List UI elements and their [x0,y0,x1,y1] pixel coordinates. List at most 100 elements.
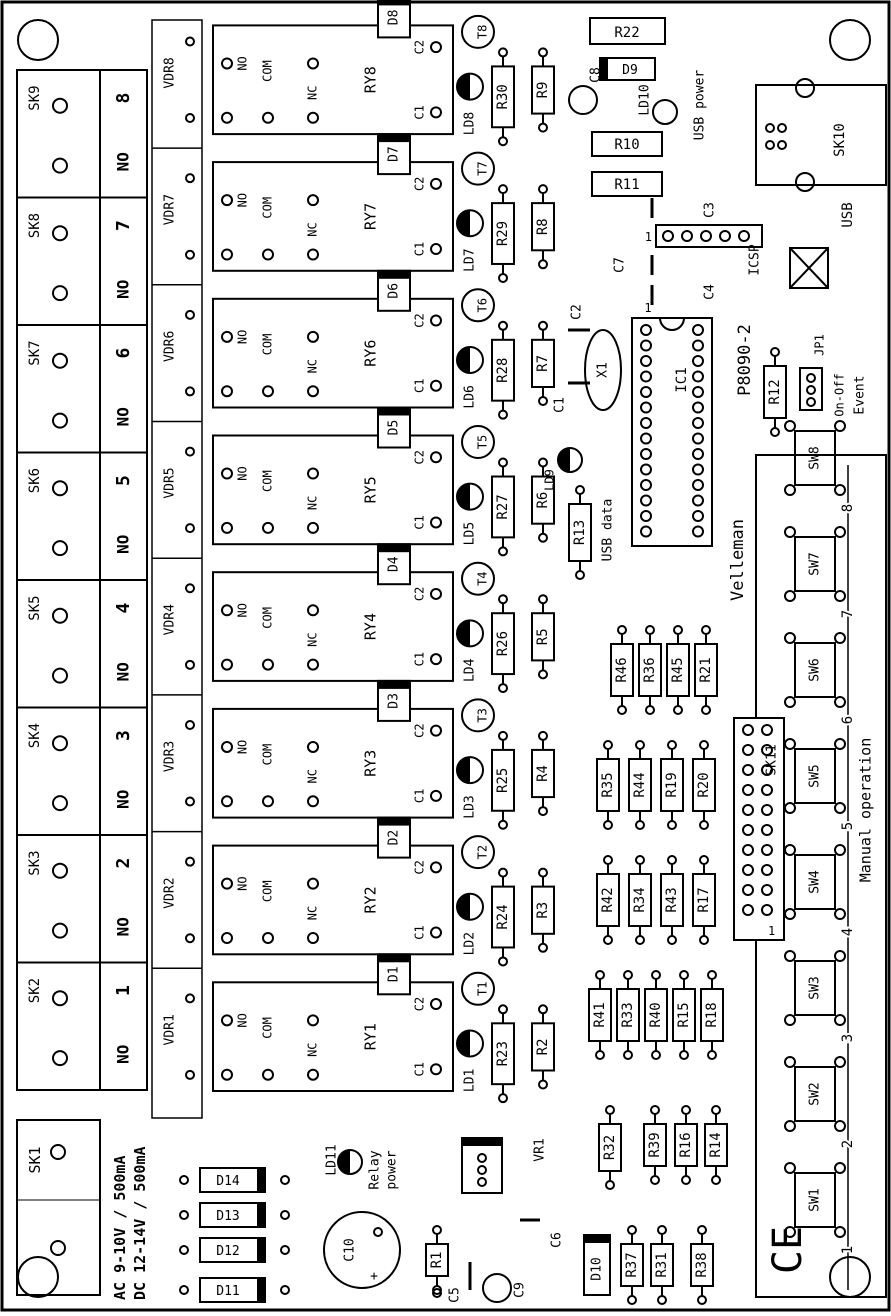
no-label: NO [114,280,133,299]
jp1-pin [806,397,816,407]
diode-1-label: D1 [387,966,402,982]
c2-label: C2 [570,304,585,320]
sk11-pin [742,824,754,836]
led-label-6: LD6 [463,385,478,408]
r14-pad-a [711,1105,721,1115]
resistor-b-4-label: R5 [535,628,551,645]
resistor-a-5-pad-a [498,457,508,468]
relay-coil-c1 [430,1063,442,1076]
mount-hole-br [829,1256,871,1298]
sk11-pin [742,884,754,896]
diode-band [378,680,410,689]
switch-pad [784,420,796,432]
terminal-label-sk2: SK2 [27,978,43,1003]
switch-number: 8 [840,504,856,512]
usb-power-label: USB power [693,70,708,141]
c10-pad-a [373,1227,383,1237]
relay-pin-com [262,931,274,944]
resistor-b-3-pad-b [538,806,548,817]
ic1-pin [692,324,704,336]
x1-body [584,329,622,411]
vdr-pad-a [185,719,195,730]
switch-body [794,960,836,1016]
relay-pin-no: NO [236,330,250,344]
r14-body [704,1123,728,1167]
d9-band [600,58,608,80]
resistor-row2-r17-pad-a [699,855,709,865]
terminal-screw-a [52,480,68,497]
sk11-pin [761,784,773,796]
relay-pin-b [307,931,319,944]
terminal-label-sk7: SK7 [27,340,43,365]
no-label: NO [114,1045,133,1064]
on-off-label: On-Off [833,373,847,416]
vdr-pad-a [185,993,195,1004]
resistor-a-5-body [491,475,515,539]
resistor-a-7-label: R29 [495,221,511,246]
resistor-row1-r33-body [616,988,640,1042]
relay-pin-b [307,658,319,671]
r31-body [650,1243,674,1287]
sk1-terminal [16,1119,101,1296]
r16-body [674,1123,698,1167]
r37-pad-b [627,1295,637,1305]
ic1-notch [659,317,685,331]
relay-pin-no: NO [236,876,250,890]
vdr-pad-b [185,386,195,397]
vdr-label-1: VDR1 [163,1014,178,1045]
r10-body [591,131,663,157]
relay-pin-c1: C1 [413,379,427,393]
relay-pin-b [307,795,319,808]
resistor-row2-r17-body [692,873,716,927]
resistor-a-8-pad-b [498,136,508,147]
resistor-b-3-body [531,748,555,799]
resistor-row1-r18-label: R18 [704,1002,720,1027]
switch-pad [834,738,846,750]
resistor-b-7-body [531,202,555,252]
switch-pad [834,420,846,432]
power-diode-pad-b [280,1175,290,1185]
ic1-pin [640,386,652,398]
sk1-screw-a [50,1144,66,1160]
r13-pad-b [575,570,585,580]
relay-coil-c2 [430,724,442,737]
resistor-b-1-body [531,1022,555,1072]
resistor-row3-r44-pad-b [635,820,645,830]
r12-label: R12 [767,379,783,404]
sk11-pin1: 1 [768,924,775,938]
mount-hole-bl [17,1256,59,1298]
relay-pin-no: NO [236,1013,250,1027]
r12-body [763,365,787,419]
resistor-row2-r42-label: R42 [600,887,616,912]
relay-pin-c1: C1 [413,789,427,803]
transistor-label-6: T6 [476,298,490,312]
channel-number-3: 3 [113,730,134,741]
diode-8-body [377,0,411,39]
x1-label: X1 [596,362,611,378]
relay-pin-a [221,795,233,808]
c5-label: C5 [448,1287,463,1303]
relay-pin-c1: C1 [413,652,427,666]
resistor-b-4-pad-a [538,594,548,605]
terminal-label-sk9: SK9 [27,85,43,110]
resistor-row3-r19-pad-b [667,820,677,830]
switch-pad [834,590,846,602]
resistor-a-1-pad-b [498,1093,508,1104]
resistor-a-4-body [491,612,515,676]
resistor-b-4-body [531,612,555,662]
power-diode-pad-b [280,1210,290,1220]
vdr-pad-b [185,796,195,807]
jp1-pin [806,385,816,395]
r31-pad-a [657,1225,667,1235]
vdr-pad-b [185,1069,195,1080]
resistor-row1-r18-pad-b [707,1050,717,1060]
ic1-pin [640,339,652,352]
switch-pad [784,908,796,920]
sk10-pin [777,123,787,133]
r11-label: R11 [614,177,639,193]
ce-mark: CE [765,1226,811,1274]
relay-coil-c1 [430,106,442,119]
c1-label: C1 [553,397,568,413]
terminal-screw-a [52,990,68,1007]
